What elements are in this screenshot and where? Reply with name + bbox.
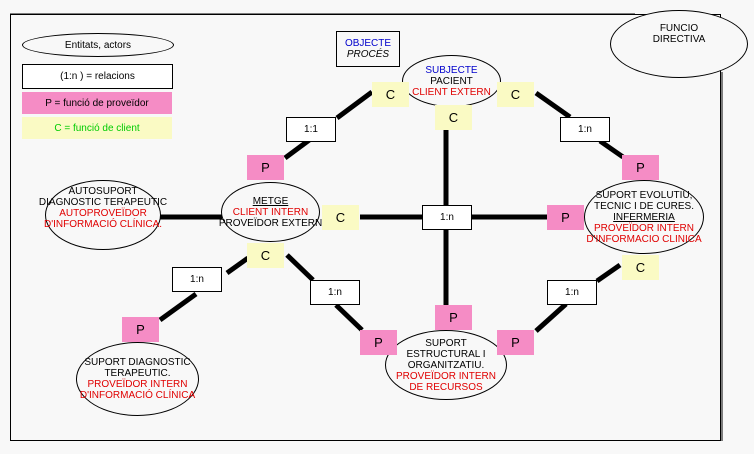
doctor-role: CLIENT INTERN [232, 206, 309, 218]
patient-role: CLIENT EXTERN [412, 86, 491, 98]
client-tag-patient-left: C [372, 82, 409, 107]
connector-nursing-structural-a [595, 262, 622, 284]
connector-patient-nursing-a [534, 90, 572, 120]
relation-patient-nursing: 1:n [560, 117, 610, 142]
structural-role2: DE RECURSOS [409, 381, 483, 393]
nursing-line1: SUPORT EVOLUTIU, [595, 189, 693, 201]
provider-tag-structural-right: P [497, 330, 534, 355]
connector-doctor-diag-b [158, 291, 198, 323]
legend-provider: P = funció de proveïdor [22, 92, 172, 114]
directive-line2: DIRECTIVA [652, 34, 706, 45]
entity-diagnostic-support: SUPORT DIAGNOSTIC TERAPEUTIC. PROVEÏDOR … [76, 342, 199, 416]
connector-nursing-structural-b [534, 302, 568, 333]
nursing-role2: D'INFORMACIO CLINICA [586, 233, 702, 245]
structural-line3: ORGANITZATIU. [407, 359, 485, 371]
provider-tag-diagnostic: P [122, 317, 159, 342]
doctor-line3: PROVEÏDOR EXTERN [218, 217, 323, 229]
tag-letter: C [385, 87, 396, 102]
client-tag-nursing-bottom: C [622, 255, 659, 280]
diag-role2: D'INFORMACIÓ CLÍNICA [79, 390, 196, 401]
connector-doctor-structural-a [285, 253, 315, 282]
relation-center: 1:n [422, 205, 472, 230]
structural-line1: SUPORT [425, 337, 467, 349]
entity-nursing: SUPORT EVOLUTIU, TECNIC I DE CURES. INFE… [584, 180, 704, 254]
tag-letter: P [136, 322, 145, 337]
legend-entities-label: Entitats, actors [64, 39, 132, 51]
connector-doctor-structural-b [334, 303, 364, 332]
tag-letter: P [374, 335, 383, 350]
legend-entities: Entitats, actors [22, 33, 174, 57]
tag-letter: C [635, 260, 646, 275]
tag-letter: P [561, 210, 570, 225]
client-tag-patient-bottom: C [435, 105, 472, 130]
diag-line1: SUPORT DIAGNOSTIC [84, 357, 191, 368]
tag-letter: C [510, 87, 521, 102]
nursing-role1: PROVEÏDOR INTERN [593, 222, 694, 234]
nursing-title: INFERMERIA [613, 211, 675, 223]
object-process-box: OBJECTE PROCÉS [336, 31, 400, 67]
legend-provider-label: P = funció de proveïdor [45, 97, 149, 109]
legend-relations: (1:n ) = relacions [22, 64, 173, 89]
connector-doctor-patient-b [335, 89, 374, 121]
relation-label: 1:n [578, 124, 592, 135]
diag-role1: PROVEÏDOR INTERN [87, 379, 188, 390]
tag-letter: P [636, 160, 645, 175]
doctor-title: METGE [252, 195, 289, 207]
relation-label: 1:n [440, 212, 454, 223]
nursing-line2: TECNIC I DE CURES. [593, 200, 694, 212]
provider-tag-doctor-top: P [247, 155, 284, 180]
provider-tag-nursing-left: P [547, 205, 584, 230]
relation-doctor-diagnostic: 1:n [172, 267, 222, 292]
provider-tag-structural-top: P [435, 305, 472, 330]
object-label: OBJECTE [344, 38, 392, 49]
structural-line2: ESTRUCTURAL I [406, 348, 486, 360]
self-support-line1: AUTOSUPORT [68, 186, 138, 197]
structural-role1: PROVEÏDOR INTERN [395, 370, 496, 382]
entity-structural-support: SUPORT ESTRUCTURAL I ORGANITZATIU. PROVE… [385, 330, 507, 400]
self-support-role1: AUTOPROVEÏDOR [59, 208, 147, 219]
tag-letter: C [260, 248, 271, 263]
directive-line1: FUNCIO [659, 23, 699, 34]
entity-doctor: METGE CLIENT INTERN PROVEÏDOR EXTERN [218, 182, 323, 242]
entity-self-support: AUTOSUPORT DIAGNOSTIC TERAPEUTIC AUTOPRO… [39, 180, 167, 250]
relation-label: 1:1 [304, 124, 318, 135]
self-support-line2: DIAGNOSTIC TERAPEUTIC [38, 197, 168, 208]
relation-label: 1:n [190, 274, 204, 285]
patient-subject-label: SUBJECTE [425, 64, 478, 76]
tag-letter: C [448, 110, 459, 125]
tag-letter: C [335, 210, 346, 225]
client-tag-doctor-bottom: C [247, 243, 284, 268]
entity-patient: SUBJECTE PACIENT CLIENT EXTERN [402, 55, 501, 107]
provider-tag-nursing-top: P [622, 155, 659, 180]
connector-patient-nursing-b [598, 138, 625, 160]
legend-client: C = funció de client [22, 117, 172, 139]
self-support-role2: D'INFORMACIÓ CLÍNICA. [43, 219, 163, 230]
tag-letter: P [511, 335, 520, 350]
legend-relations-label: (1:n ) = relacions [60, 71, 135, 82]
patient-label: PACIENT [430, 75, 473, 87]
client-tag-patient-right: C [497, 82, 534, 107]
relation-doctor-structural: 1:n [310, 280, 360, 305]
relation-label: 1:n [565, 287, 579, 298]
tag-letter: P [261, 160, 270, 175]
process-label: PROCÉS [346, 49, 390, 60]
client-tag-doctor-right: C [322, 205, 359, 230]
legend-client-label: C = funció de client [54, 122, 140, 134]
entity-directive-function: FUNCIO DIRECTIVA [610, 10, 748, 78]
tag-letter: P [449, 310, 458, 325]
relation-nursing-structural: 1:n [547, 280, 597, 305]
provider-tag-structural-left: P [360, 330, 397, 355]
relation-doctor-patient: 1:1 [286, 117, 336, 142]
diag-line2: TERAPEUTIC. [104, 368, 171, 379]
connector-doctor-diag-a [225, 255, 250, 276]
relation-label: 1:n [328, 287, 342, 298]
